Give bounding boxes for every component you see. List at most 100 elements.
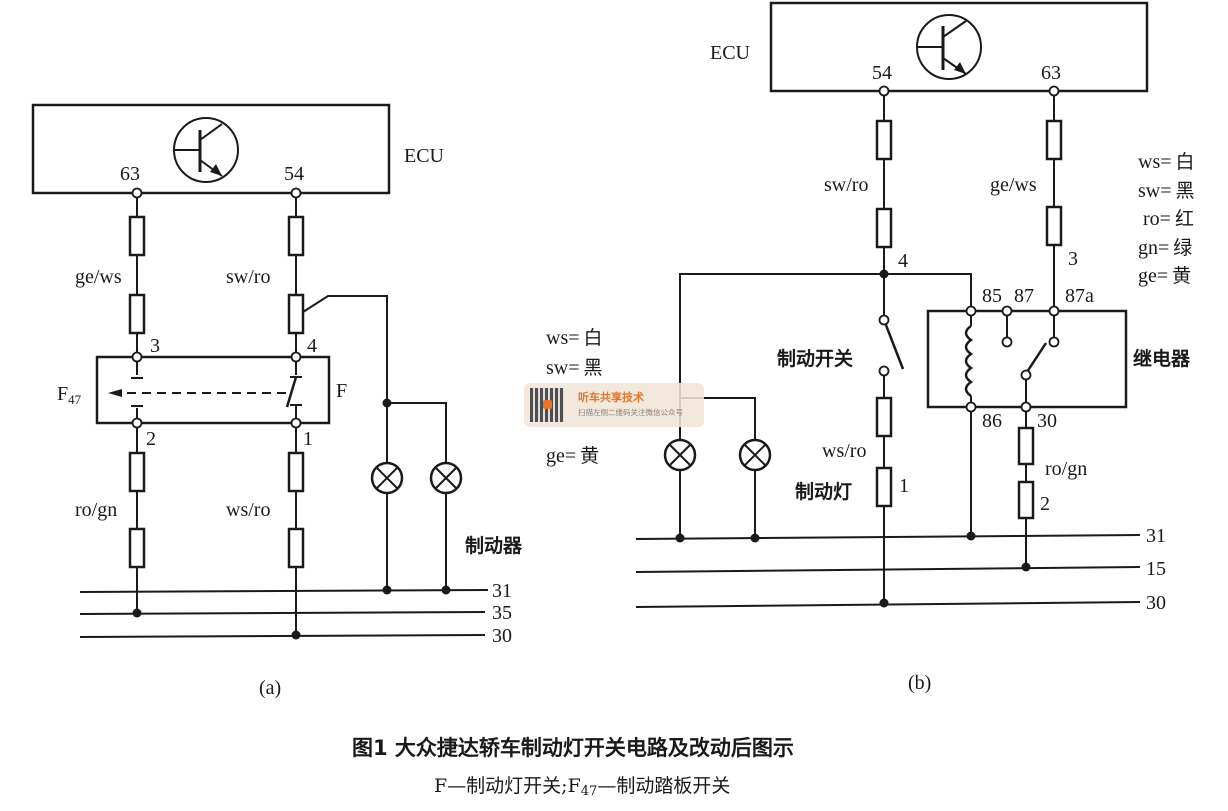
wire-label-ws-ro-a: ws/ro (226, 499, 270, 521)
connector-b-l2 (875, 207, 893, 249)
wire-label-ro-gn-b: ro/gn (1045, 458, 1087, 480)
connector-a-r2 (287, 293, 305, 335)
svg-text:ge=黄: ge=黄 (546, 445, 599, 467)
pin-1-a: 1 (303, 428, 313, 450)
connector-b-r2 (1045, 205, 1063, 247)
switch-label-f: F (336, 380, 347, 402)
connector-b-l1 (875, 119, 893, 161)
sub-caption-a: (a) (259, 677, 281, 699)
bus-label-31-a: 31 (492, 580, 512, 602)
figure-title: 图1 大众捷达轿车制动灯开关电路及改动后图示 (352, 736, 794, 760)
connector-b-r4 (1017, 480, 1035, 520)
relay-pin-87a: 87a (1065, 285, 1094, 307)
connector-a-r1 (287, 215, 305, 257)
brake-lamp-icon (429, 461, 463, 495)
svg-text:ro=红: ro=红 (1143, 208, 1194, 230)
diagram-b: ECU 54 63 sw/ro 4 制动开关 ws/ro 制动灯 1 (635, 1, 1191, 694)
svg-text:ws=白: ws=白 (546, 327, 603, 349)
wire-label-ge-ws-a: ge/ws (75, 266, 122, 288)
svg-text:ge=黄: ge=黄 (1138, 265, 1191, 287)
wire-label-ws-ro-b: ws/ro (822, 440, 866, 462)
legend-code: ge= (546, 445, 576, 467)
color-legend-middle: ws=白 sw=黑 ge=黄 (546, 327, 603, 467)
pin-2-a: 2 (146, 428, 156, 450)
legend-code: ws= (1138, 151, 1172, 173)
legend-code: ro= (1143, 208, 1171, 230)
brake-lamp-icon (370, 461, 404, 495)
brake-switch-module-a (95, 355, 331, 425)
pin-54-b: 54 (872, 62, 892, 84)
legend-color: 红 (1175, 208, 1194, 230)
legend-color: 绿 (1173, 237, 1192, 259)
connector-b-l3 (875, 396, 893, 438)
watermark-subtitle: 扫描左侧二维码关注微信公众号 (578, 408, 683, 417)
color-legend-right: ws=白 sw=黑 ro=红 gn=绿 ge=黄 (1138, 151, 1195, 287)
node-3-b: 3 (1068, 248, 1078, 270)
figure-subtitle: F—制动灯开关;F47—制动踏板开关 (434, 775, 730, 799)
sub-caption-b: (b) (908, 672, 931, 694)
connector-a-r4 (287, 527, 305, 569)
connector-a-l4 (128, 527, 146, 569)
ecu-box-b (769, 1, 1149, 93)
connector-b-l4 (875, 466, 893, 508)
pin-4-a: 4 (307, 335, 317, 357)
connector-a-l3 (128, 451, 146, 493)
brake-lamp-icon (738, 438, 772, 472)
node-1-b: 1 (899, 475, 909, 497)
node-2-b: 2 (1040, 493, 1050, 515)
node-4-b: 4 (898, 250, 908, 272)
wire-label-sw-ro-b: sw/ro (824, 174, 868, 196)
legend-color: 白 (1176, 151, 1195, 173)
legend-color: 黄 (1172, 265, 1191, 287)
diagram-a: ECU 63 54 ge/ws ro/gn sw/ro ws/ro (31, 103, 523, 699)
legend-code: ge= (1138, 265, 1168, 287)
relay-pin-85: 85 (982, 285, 1002, 307)
brake-light-label-b: 制动灯 (795, 480, 852, 503)
wire-label-sw-ro-a: sw/ro (226, 266, 270, 288)
transistor-icon (916, 14, 982, 80)
svg-text:sw=黑: sw=黑 (1138, 180, 1195, 202)
connector-a-l2 (128, 293, 146, 335)
ecu-label-b: ECU (710, 42, 751, 64)
legend-color: 黑 (584, 357, 603, 379)
relay-label: 继电器 (1133, 347, 1191, 370)
relay-pin-87: 87 (1014, 285, 1034, 307)
legend-code: gn= (1138, 237, 1169, 259)
wire-label-ge-ws-b: ge/ws (990, 174, 1037, 196)
brake-lamp-icon (663, 438, 697, 472)
switch-label-f47: F47 (57, 383, 82, 407)
pin-63-a: 63 (120, 163, 140, 185)
relay-pin-86: 86 (982, 410, 1002, 432)
pin-54-a: 54 (284, 163, 304, 185)
bus-label-30-a: 30 (492, 625, 512, 647)
bus-label-15-b: 15 (1146, 558, 1166, 580)
connector-a-r3 (287, 451, 305, 493)
watermark-banner[interactable]: 听车共享技术 扫描左侧二维码关注微信公众号 (524, 383, 704, 427)
svg-text:sw=黑: sw=黑 (546, 357, 603, 379)
bus-label-31-b: 31 (1146, 525, 1166, 547)
watermark-title: 听车共享技术 (578, 391, 644, 404)
wire-label-ro-gn-a: ro/gn (75, 499, 117, 521)
bus-label-35-a: 35 (492, 602, 512, 624)
ecu-label-a: ECU (404, 145, 445, 167)
legend-code: sw= (1138, 180, 1172, 202)
bus-label-30-b: 30 (1146, 592, 1166, 614)
legend-code: sw= (546, 357, 580, 379)
svg-text:ws=白: ws=白 (1138, 151, 1195, 173)
transistor-icon (173, 117, 239, 183)
legend-color: 白 (584, 327, 603, 349)
ecu-box-a (31, 103, 391, 195)
connector-b-r1 (1045, 119, 1063, 161)
pin-63-b: 63 (1041, 62, 1061, 84)
pin-3-a: 3 (150, 335, 160, 357)
brake-label-a: 制动器 (465, 534, 523, 557)
legend-color: 黄 (580, 445, 599, 467)
connector-b-r3 (1017, 426, 1035, 466)
qr-logo-icon (543, 400, 552, 409)
brake-switch-label-b: 制动开关 (777, 347, 853, 370)
svg-text:gn=绿: gn=绿 (1138, 237, 1192, 259)
relay-coil-icon (964, 312, 974, 537)
arrow-left-icon (108, 389, 122, 397)
legend-color: 黑 (1176, 180, 1195, 202)
